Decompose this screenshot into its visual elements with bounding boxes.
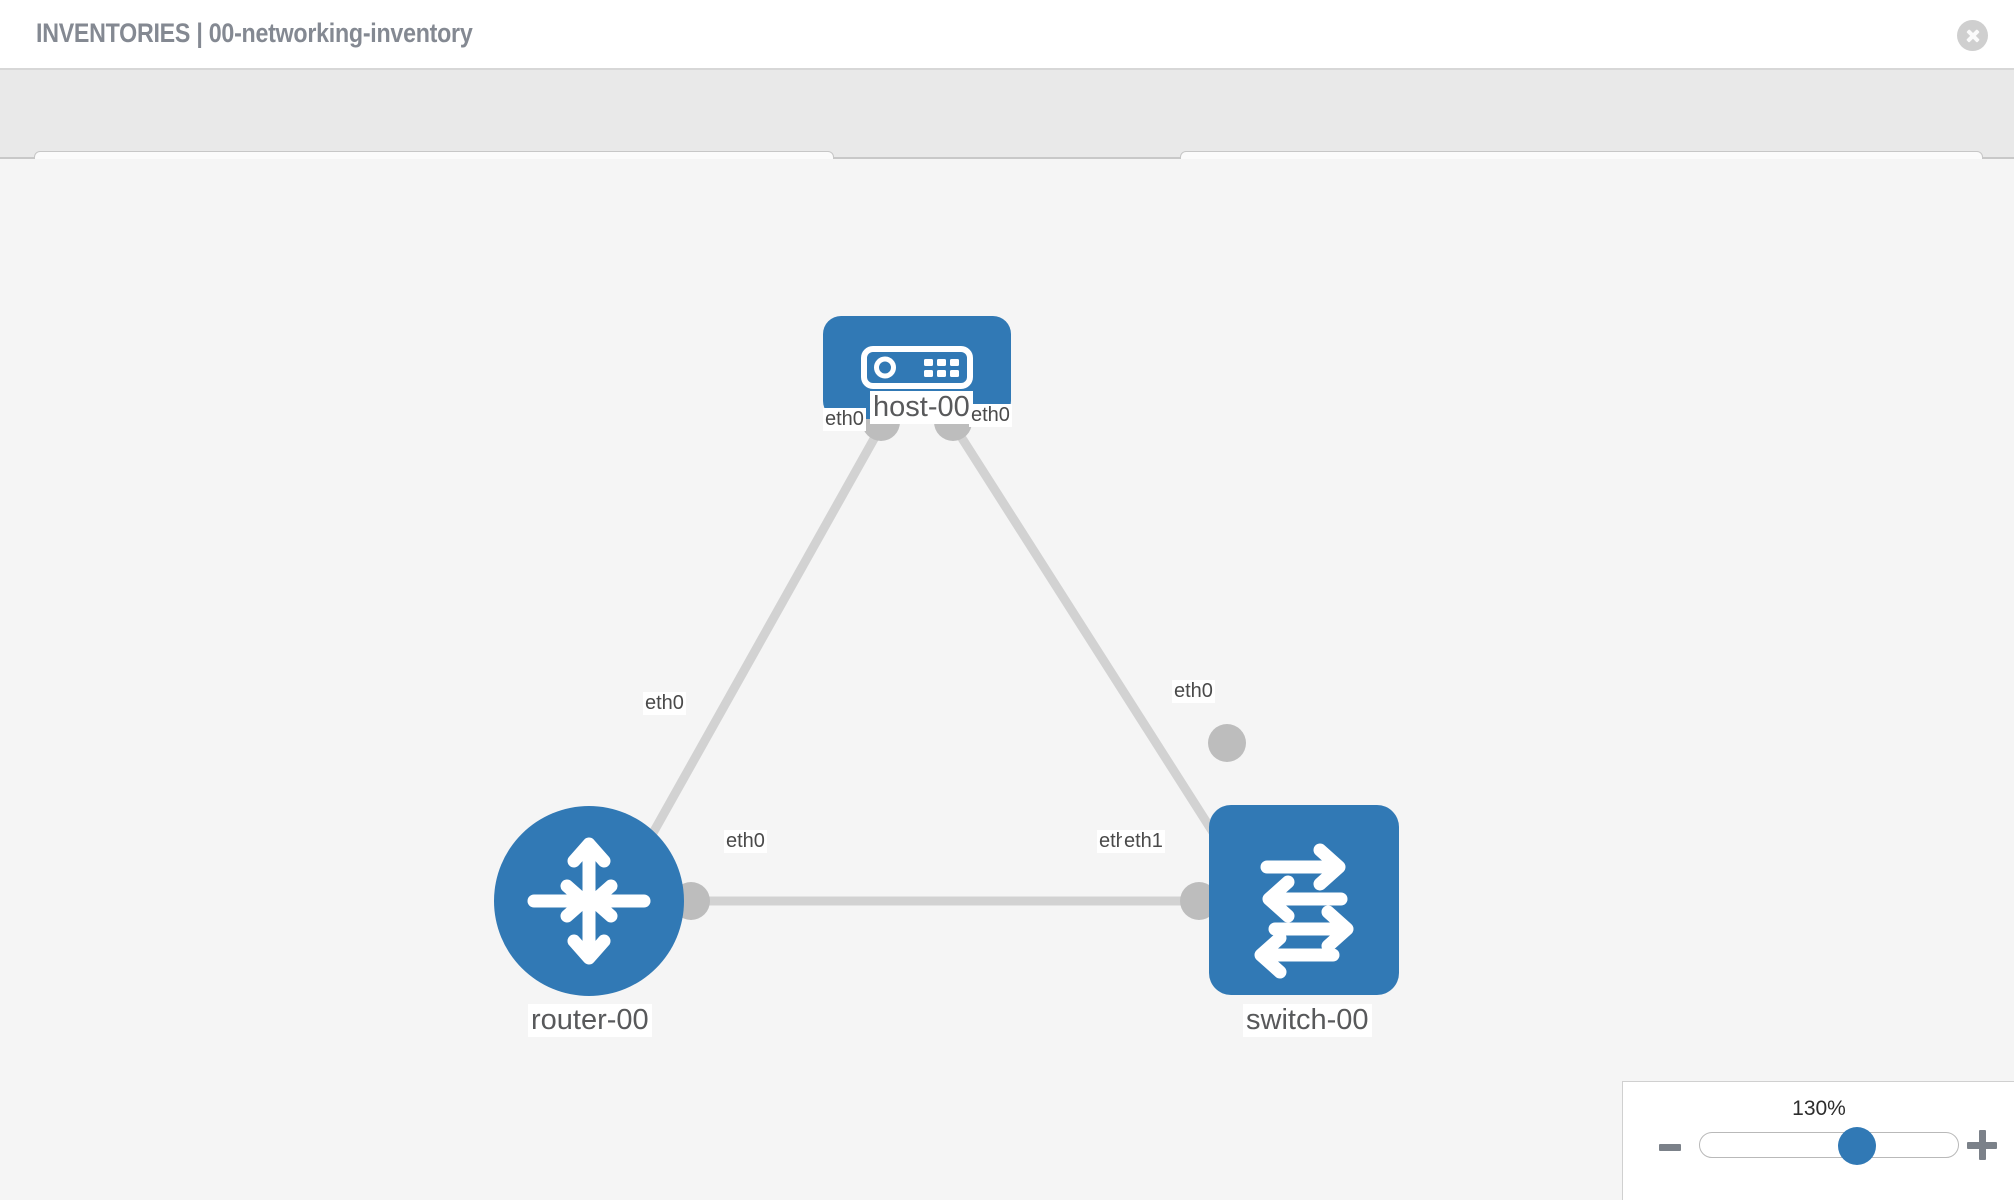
topology-canvas[interactable]: host-00 router-00 switch-00 eth0 eth0 et… [0, 159, 2014, 1200]
switch-arrows-icon [1254, 843, 1354, 979]
zoom-control-panel: 130% [1622, 1081, 2014, 1200]
topology-edges [626, 418, 1234, 906]
interface-label-host-right: eth0 [969, 404, 1012, 427]
node-label-host-00: host-00 [870, 391, 973, 424]
interface-label-switch-eth-partial: eth [1097, 830, 1129, 853]
interface-label-switch-uplink: eth0 [1172, 680, 1215, 703]
interface-label-switch-eth1: eth1 [1122, 830, 1165, 853]
close-icon[interactable] [1957, 20, 1988, 51]
edge-host-router [626, 418, 888, 877]
router-arrows-icon [527, 837, 651, 965]
node-host-00[interactable] [823, 316, 1011, 419]
port-switch-top[interactable] [1208, 724, 1246, 762]
toolbar: ACTIONS SEARCH [0, 70, 2014, 203]
node-switch-00[interactable] [1209, 805, 1399, 995]
zoom-level-value: 130% [1792, 1097, 1846, 1120]
zoom-out-button[interactable] [1659, 1144, 1681, 1151]
interface-label-router-uplink: eth0 [643, 692, 686, 715]
zoom-slider-thumb[interactable] [1837, 1127, 1876, 1165]
edge-host-switch [947, 418, 1234, 862]
server-icon [861, 346, 973, 389]
node-label-router-00: router-00 [528, 1004, 652, 1037]
zoom-slider[interactable] [1699, 1127, 1959, 1165]
zoom-in-button[interactable] [1967, 1130, 1997, 1160]
page-header: INVENTORIES | 00-networking-inventory [0, 0, 2014, 70]
node-router-00[interactable] [494, 806, 684, 996]
page-title: INVENTORIES | 00-networking-inventory [36, 18, 473, 48]
interface-label-host-left: eth0 [823, 408, 866, 431]
interface-label-router-eth0: eth0 [724, 830, 767, 853]
node-label-switch-00: switch-00 [1243, 1004, 1372, 1037]
